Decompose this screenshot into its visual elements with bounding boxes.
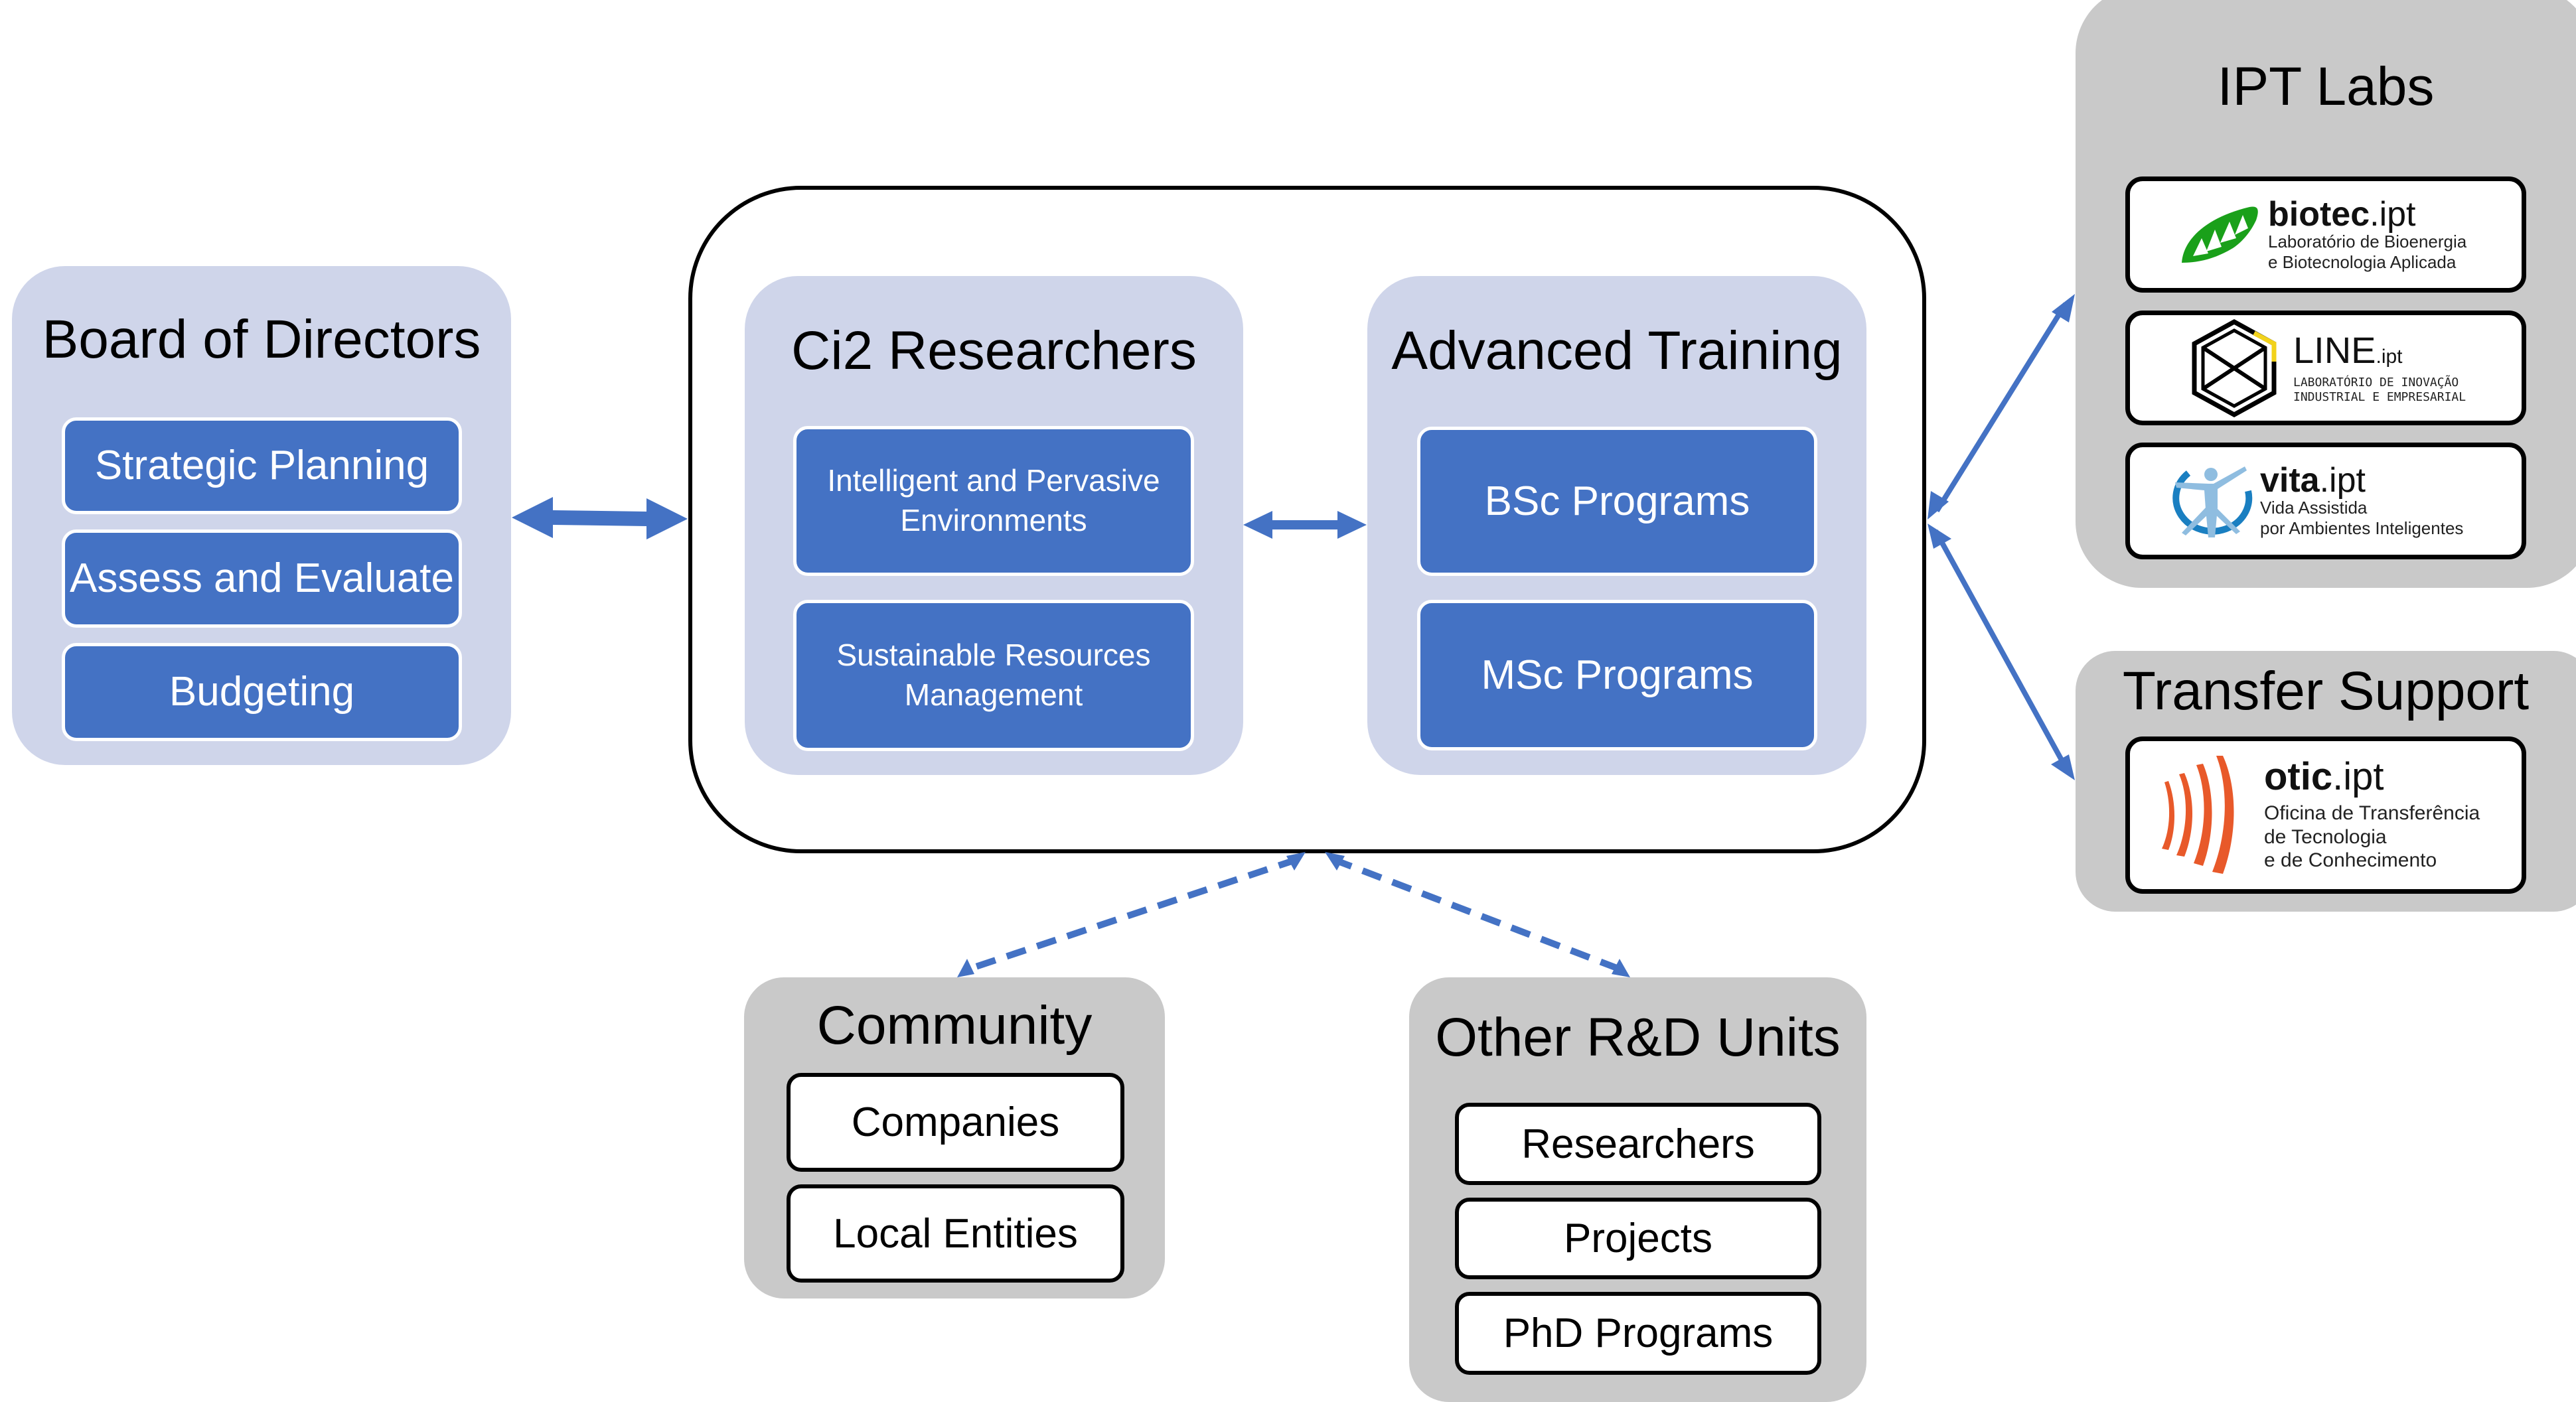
core-other-units-dashed-arrow	[1325, 852, 1630, 977]
phd-programs-box[interactable]: PhD Programs	[1455, 1292, 1821, 1375]
vitruvian-man-icon	[2172, 466, 2253, 537]
ipt-labs-title: IPT Labs	[2217, 56, 2435, 117]
assess-evaluate-box[interactable]: Assess and Evaluate	[62, 529, 462, 628]
biotec-name: biotec.ipt	[2268, 197, 2466, 232]
otic-line-2: de Tecnologia	[2264, 825, 2387, 848]
vita-name-bold: vita	[2260, 461, 2320, 500]
otic-text: otic.ipt Oficina de Transferência de Tec…	[2264, 758, 2480, 872]
vita-text: vita.ipt Vida Assistida por Ambientes In…	[2260, 463, 2463, 538]
otic-line-3: e de Conhecimento	[2264, 849, 2437, 872]
biotec-lab-card[interactable]: biotec.ipt Laboratório de Bioenergia e B…	[2125, 176, 2526, 293]
projects-box[interactable]: Projects	[1455, 1198, 1821, 1279]
board-title: Board of Directors	[42, 309, 481, 370]
msc-programs-box[interactable]: MSc Programs	[1417, 600, 1817, 750]
line-name: LINE.ipt	[2293, 328, 2466, 371]
biotec-line-2: e Biotecnologia Aplicada	[2268, 251, 2457, 272]
biotec-name-suffix: .ipt	[2370, 194, 2416, 234]
leaf-icon	[2182, 206, 2258, 263]
strategic-planning-box[interactable]: Strategic Planning	[62, 417, 462, 514]
board-core-arrow	[512, 497, 688, 539]
biotec-line-1: Laboratório de Bioenergia	[2268, 231, 2467, 251]
vita-line-2: por Ambientes Inteligentes	[2260, 518, 2464, 538]
line-name-suffix: .ipt	[2376, 345, 2403, 368]
advanced-training-title: Advanced Training	[1391, 320, 1843, 381]
line-line-2: INDUSTRIAL E EMPRESARIAL	[2293, 389, 2466, 404]
community-title: Community	[816, 995, 1093, 1056]
biotec-text: biotec.ipt Laboratório de Bioenergia e B…	[2268, 197, 2466, 272]
sustainable-resources-box[interactable]: Sustainable Resources Management	[793, 600, 1194, 751]
vita-line-1: Vida Assistida	[2260, 498, 2368, 518]
line-text: LINE.ipt LABORATÓRIO DE INOVAÇÃO INDUSTR…	[2293, 328, 2466, 404]
line-lab-card[interactable]: LINE.ipt LABORATÓRIO DE INOVAÇÃO INDUSTR…	[2125, 311, 2526, 425]
other-rd-units-title: Other R&D Units	[1435, 1007, 1841, 1068]
bsc-programs-box[interactable]: BSc Programs	[1417, 427, 1817, 576]
companies-box[interactable]: Companies	[787, 1073, 1124, 1172]
core-ipt-labs-arrow	[1928, 294, 2075, 520]
otic-card[interactable]: otic.ipt Oficina de Transferência de Tec…	[2125, 736, 2526, 894]
otic-name-bold: otic	[2264, 755, 2333, 799]
local-entities-box[interactable]: Local Entities	[787, 1184, 1124, 1283]
core-transfer-arrow	[1928, 524, 2075, 780]
core-community-dashed-arrow	[957, 852, 1306, 977]
researchers-box[interactable]: Researchers	[1455, 1103, 1821, 1185]
vita-lab-card[interactable]: vita.ipt Vida Assistida por Ambientes In…	[2125, 443, 2526, 559]
ci2-researchers-title: Ci2 Researchers	[791, 320, 1197, 381]
vita-name-suffix: .ipt	[2319, 461, 2366, 500]
budgeting-box[interactable]: Budgeting	[62, 643, 462, 741]
intelligent-pervasive-box[interactable]: Intelligent and Pervasive Environments	[793, 426, 1194, 576]
line-name-main: LINE	[2293, 328, 2376, 371]
vita-name: vita.ipt	[2260, 463, 2463, 498]
otic-name: otic.ipt	[2264, 758, 2480, 796]
transfer-support-title: Transfer Support	[2122, 661, 2530, 721]
otic-line-1: Oficina de Transferência	[2264, 802, 2480, 825]
line-line-1: LABORATÓRIO DE INOVAÇÃO	[2293, 375, 2459, 389]
biotec-name-bold: biotec	[2268, 194, 2370, 234]
signal-arcs-icon	[2162, 755, 2234, 874]
hexagon-cube-icon	[2192, 318, 2277, 417]
otic-name-suffix: .ipt	[2332, 755, 2384, 799]
